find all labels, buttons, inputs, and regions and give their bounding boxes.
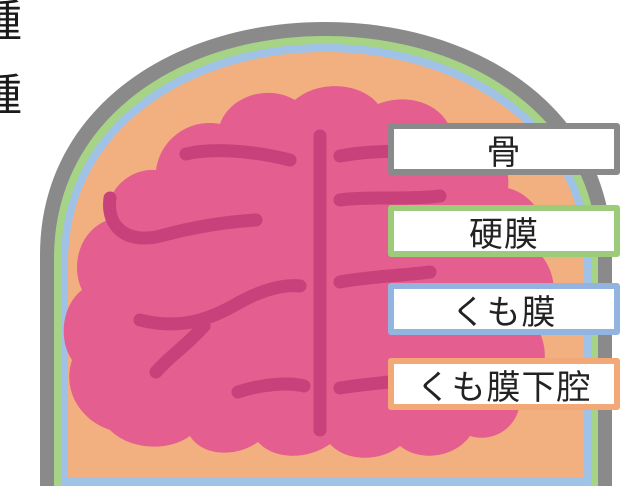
sulcus-lower-left-branch [149, 319, 211, 379]
legend-bone-label: 骨 [486, 132, 522, 173]
legend-arachnoid-label: くも膜 [451, 292, 557, 333]
sulcus-left-top [103, 191, 263, 245]
legend-arachnoid: くも膜 [388, 283, 620, 335]
legend-dura-label: 硬膜 [469, 214, 539, 255]
legend-dura: 硬膜 [388, 205, 620, 257]
sulcus-mid-left [133, 279, 307, 331]
sulcus-bottom-left [231, 377, 311, 399]
sulcus-right-top [333, 189, 447, 207]
sulcus-upper-left [179, 144, 297, 167]
brain-sulci [103, 129, 447, 437]
partial-label-top: 腫 [0, 0, 22, 44]
legend-subarachnoid-space: くも膜下腔 [388, 358, 620, 410]
legend-bone: 骨 [388, 123, 620, 175]
partial-label-second: 腫 [0, 74, 22, 118]
legend-subarachnoid-label: くも膜下腔 [416, 367, 592, 408]
sulcus-right-mid [333, 265, 437, 289]
